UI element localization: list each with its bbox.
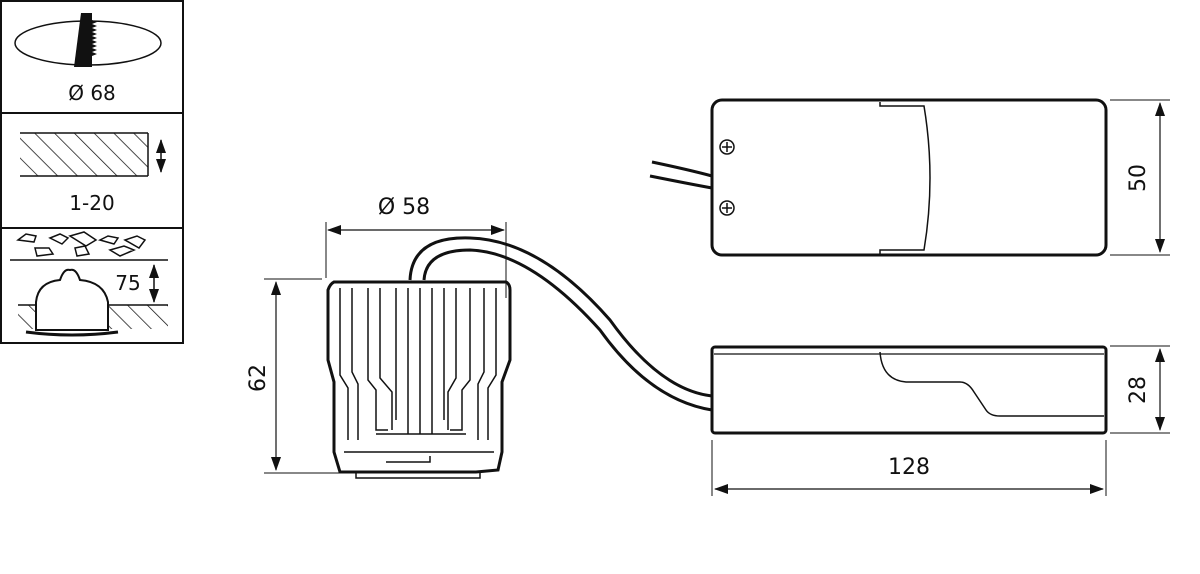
screw-icon [719,139,735,155]
driver-width-label: 50 [1126,164,1151,192]
driver-length-label: 128 [888,455,930,480]
driver-top-view: 50 [649,98,1170,257]
recess-depth-icon [10,231,168,337]
cutout-label: Ø 68 [68,81,116,105]
ceiling-thickness-icon [20,132,166,177]
ceiling-thickness-label: 1-20 [69,191,114,215]
screw-icon [719,200,735,216]
lamp-height-label: 62 [246,364,271,392]
lamp-diameter-label: Ø 58 [378,195,430,220]
recess-depth-label: 75 [115,271,140,295]
driver-height-label: 28 [1126,376,1151,404]
cutout-icon [14,13,162,67]
lamp-module: Ø 58 62 [246,195,713,479]
legend-panel: Ø 68 1-20 75 [0,0,184,344]
driver-side-view: 28 128 [710,345,1170,496]
